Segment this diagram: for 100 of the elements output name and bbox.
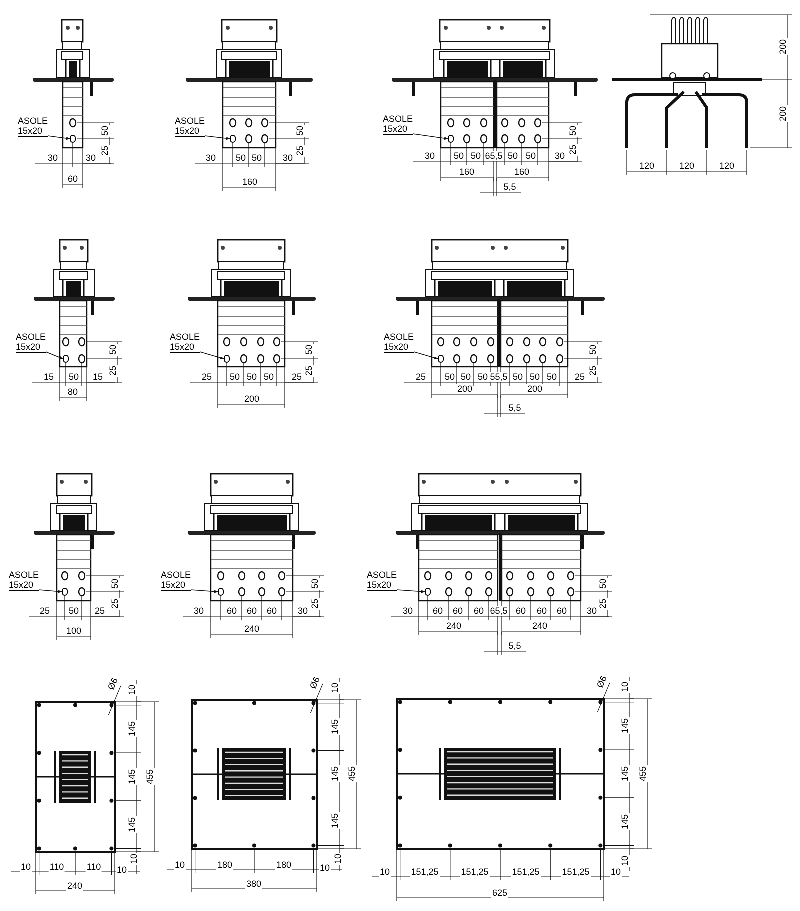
dimension-value: 110 (86, 862, 102, 872)
dimension-value: 50 (477, 372, 489, 382)
dimension-value: 30 (554, 151, 566, 161)
dimension-value: 151,25 (460, 867, 490, 877)
dimension-value: 25 (94, 606, 106, 616)
dimension-value: 200 (778, 38, 788, 56)
dimension-value: Ø6 (308, 674, 322, 692)
dimension-value: 10 (330, 682, 340, 694)
dimension-value: 60 (556, 606, 568, 616)
dimension-value: 25 (291, 372, 303, 382)
dimension-value: 160 (513, 167, 531, 177)
dimension-value: 30 (402, 606, 414, 616)
dimension-value: 160 (241, 177, 259, 187)
dimension-value: 50 (507, 151, 519, 161)
dimension-value: 60 (536, 606, 548, 616)
dimension-value: 50 (568, 125, 578, 137)
dimension-value: 50 (453, 151, 465, 161)
dimension-value: 10 (620, 855, 630, 867)
dimension-value: 10 (127, 684, 137, 696)
dimension-value: 200 (243, 394, 261, 404)
dimension-value: 30 (47, 153, 59, 163)
dimension-value: 60 (226, 606, 238, 616)
dimension-value: 50 (68, 372, 80, 382)
dimension-value: 10 (379, 867, 391, 877)
dimension-value: 145 (127, 768, 137, 786)
dimension-value: 50 (598, 578, 608, 590)
leader-line (204, 136, 230, 140)
dimension-value: 60 (432, 606, 444, 616)
dimension-value: 120 (718, 161, 736, 171)
dimension-value: 455 (145, 768, 155, 786)
leader-line (396, 590, 426, 594)
dimension-value: 10 (333, 853, 343, 865)
dimension-value: 65,5 (484, 151, 504, 161)
dimension-value: 10 (174, 860, 186, 870)
dimension-value: 455 (347, 765, 357, 783)
leader-line (412, 134, 448, 140)
dimension-value: 5,5 (508, 403, 522, 413)
slot-hole (230, 135, 236, 143)
slot-hole (425, 588, 431, 596)
dimension-value: 25 (110, 598, 120, 610)
dimension-value: 180 (275, 860, 293, 870)
dimension-value: 145 (127, 816, 137, 834)
callout-label: ASOLE 15x20 (367, 570, 397, 591)
slot-hole (438, 355, 444, 363)
callout-label: ASOLE 15x20 (161, 570, 191, 591)
dimension-value: 100 (65, 626, 83, 636)
dimension-value: 60 (473, 606, 485, 616)
dimension-value: 25 (598, 598, 608, 610)
dimension-value: 60 (515, 606, 527, 616)
dimension-value: 145 (127, 720, 137, 738)
callout-label: ASOLE 15x20 (9, 570, 39, 591)
dimension-value: 50 (251, 153, 263, 163)
dimension-value: 60 (67, 174, 79, 184)
dimension-value: 25 (39, 606, 51, 616)
dimension-value: 145 (620, 765, 630, 783)
dimension-value: 65,5 (489, 606, 509, 616)
dimension-value: 50 (68, 606, 80, 616)
dimension-value: 55,5 (489, 372, 509, 382)
dimension-value: 25 (108, 365, 118, 377)
dimension-value: 10 (610, 867, 622, 877)
dimension-value: 50 (110, 578, 120, 590)
dimension-value: 240 (66, 881, 84, 891)
dimension-value: 30 (282, 153, 294, 163)
dimension-value: 50 (512, 372, 524, 382)
dimension-value: 25 (568, 144, 578, 156)
dimension-value: 200 (778, 105, 788, 123)
slot-hole (62, 588, 68, 596)
dimension-value: 80 (67, 387, 79, 397)
dimension-value: 25 (295, 145, 305, 157)
dimension-value: 10 (129, 853, 139, 865)
dimension-value: 25 (100, 145, 110, 157)
slot-hole (448, 135, 454, 143)
dimension-value: 30 (193, 606, 205, 616)
dimension-value: 50 (295, 125, 305, 137)
dimension-value: 50 (304, 344, 314, 356)
dimension-value: 5,5 (502, 182, 518, 192)
dimension-value: 25 (415, 372, 427, 382)
dimension-value: 15 (92, 372, 104, 382)
dimension-value: 50 (263, 372, 275, 382)
callout-label: ASOLE 15x20 (18, 116, 48, 137)
dimension-value: 145 (330, 718, 340, 736)
dimension-value: 200 (526, 384, 544, 394)
callout-label: ASOLE 15x20 (384, 332, 414, 353)
dimension-value: 120 (678, 161, 696, 171)
dimension-value: 145 (620, 717, 630, 735)
dimension-value: 110 (48, 862, 66, 872)
dimension-value: 60 (452, 606, 464, 616)
dimension-value: 5,5 (508, 641, 522, 651)
dimension-value: 30 (205, 153, 217, 163)
dimension-value: 151,25 (511, 867, 541, 877)
slot-hole (224, 355, 230, 363)
dimension-value: 240 (445, 621, 463, 631)
slot-hole (63, 355, 69, 363)
dimension-value: 50 (444, 372, 456, 382)
callout-label: ASOLE 15x20 (175, 116, 205, 137)
dimension-value: 50 (546, 372, 558, 382)
dimension-value: 160 (458, 167, 476, 177)
dimension-value: 30 (424, 151, 436, 161)
dimension-value: 145 (330, 812, 340, 830)
dimension-value: 625 (491, 888, 509, 898)
